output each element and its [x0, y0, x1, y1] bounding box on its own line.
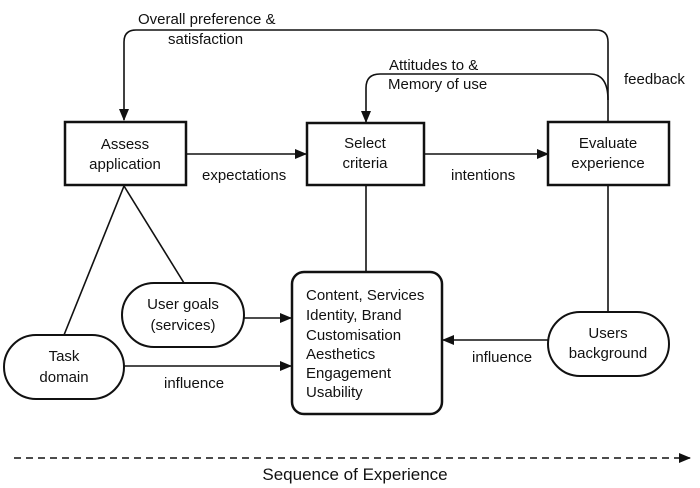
- assess-label-line1: Assess: [101, 136, 149, 153]
- select-label-line1: Select: [344, 135, 387, 152]
- influence-right-label: influence: [472, 349, 532, 366]
- assess-to-user-goals-line: [123, 185, 185, 284]
- user-goals-node: User goals (services): [121, 282, 245, 348]
- assess-to-task-domain-line: [63, 185, 125, 336]
- criteria-item: Engagement: [306, 365, 392, 382]
- criteria-list-box: Content, Services Identity, Brand Custom…: [290, 270, 444, 416]
- attitudes-arrow: [361, 73, 609, 123]
- user-goals-line2: (services): [150, 317, 215, 334]
- users-background-line1: Users: [588, 325, 627, 342]
- overall-preference-label-line1: Overall preference &: [138, 11, 276, 28]
- attitudes-label-line1: Attitudes to &: [389, 57, 478, 74]
- assess-label-line2: application: [89, 156, 161, 173]
- users-background-node: Users background: [547, 311, 670, 377]
- select-criteria-box: Select criteria: [305, 121, 426, 187]
- criteria-item: Content, Services: [306, 287, 424, 304]
- user-goals-line1: User goals: [147, 296, 219, 313]
- overall-preference-arrow: [119, 29, 609, 122]
- expectations-label: expectations: [202, 167, 286, 184]
- feedback-label: feedback: [624, 71, 685, 88]
- sequence-label: Sequence of Experience: [262, 465, 447, 484]
- assess-application-box: Assess application: [63, 120, 188, 187]
- evaluate-label-line1: Evaluate: [579, 135, 637, 152]
- intentions-label: intentions: [451, 167, 515, 184]
- task-domain-node: Task domain: [3, 334, 125, 400]
- criteria-item: Usability: [306, 384, 363, 401]
- task-domain-line2: domain: [39, 369, 88, 386]
- criteria-item: Identity, Brand: [306, 307, 402, 324]
- criteria-item: Aesthetics: [306, 346, 375, 363]
- criteria-item: Customisation: [306, 327, 401, 344]
- evaluate-experience-box: Evaluate experience: [546, 120, 671, 187]
- attitudes-label-line2: Memory of use: [388, 76, 487, 93]
- overall-preference-label-line2: satisfaction: [168, 31, 243, 48]
- evaluate-label-line2: experience: [571, 155, 644, 172]
- task-domain-line1: Task: [49, 348, 80, 365]
- influence-left-label: influence: [164, 375, 224, 392]
- users-background-line2: background: [569, 345, 647, 362]
- select-label-line2: criteria: [342, 155, 388, 172]
